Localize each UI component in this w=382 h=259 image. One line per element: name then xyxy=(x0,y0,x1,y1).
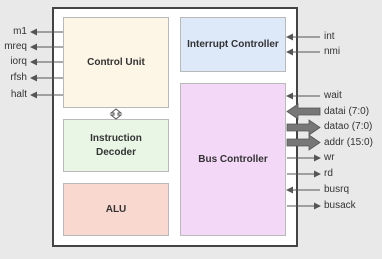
datai-bus-arrow xyxy=(286,103,321,120)
left-output-arrows xyxy=(30,28,63,99)
interrupt-input-arrows xyxy=(286,33,320,56)
addr-bus-arrow xyxy=(286,134,321,151)
instruction-decoder-block: Instruction Decoder xyxy=(63,119,169,172)
control-unit-block: Control Unit xyxy=(63,17,169,108)
instruction-decoder-label: Instruction Decoder xyxy=(90,133,142,158)
signal-datai-label: datai (7:0) xyxy=(324,106,370,117)
signal-busrq-label: busrq xyxy=(324,184,350,195)
signal-mreq-label: mreq xyxy=(4,41,27,52)
signal-datao-label: datao (7:0) xyxy=(324,121,373,132)
signal-int-label: int xyxy=(324,31,335,42)
datao-bus-arrow xyxy=(286,119,321,136)
signal-wr-label: wr xyxy=(324,152,335,163)
signal-nmi-label: nmi xyxy=(324,46,341,57)
alu-block: ALU xyxy=(63,183,169,236)
bus-controller-label: Bus Controller xyxy=(198,153,268,165)
signal-halt-label: halt xyxy=(10,89,27,100)
decoder-link-arrow xyxy=(109,108,123,120)
control-unit-label: Control Unit xyxy=(87,56,145,68)
interrupt-controller-block: Interrupt Controller xyxy=(180,17,286,72)
bus-signal-arrows xyxy=(286,92,321,210)
signal-iorq-label: iorq xyxy=(10,56,27,67)
alu-label: ALU xyxy=(105,203,127,215)
signal-rd-label: rd xyxy=(324,168,333,179)
bus-controller-block: Bus Controller xyxy=(180,83,286,236)
signal-m1-label: m1 xyxy=(13,26,27,37)
interrupt-controller-label: Interrupt Controller xyxy=(187,38,279,50)
signal-addr-label: addr (15:0) xyxy=(324,137,373,148)
signal-rfsh-label: rfsh xyxy=(10,72,27,83)
signal-busack-label: busack xyxy=(324,200,356,211)
signal-wait-label: wait xyxy=(324,90,342,101)
